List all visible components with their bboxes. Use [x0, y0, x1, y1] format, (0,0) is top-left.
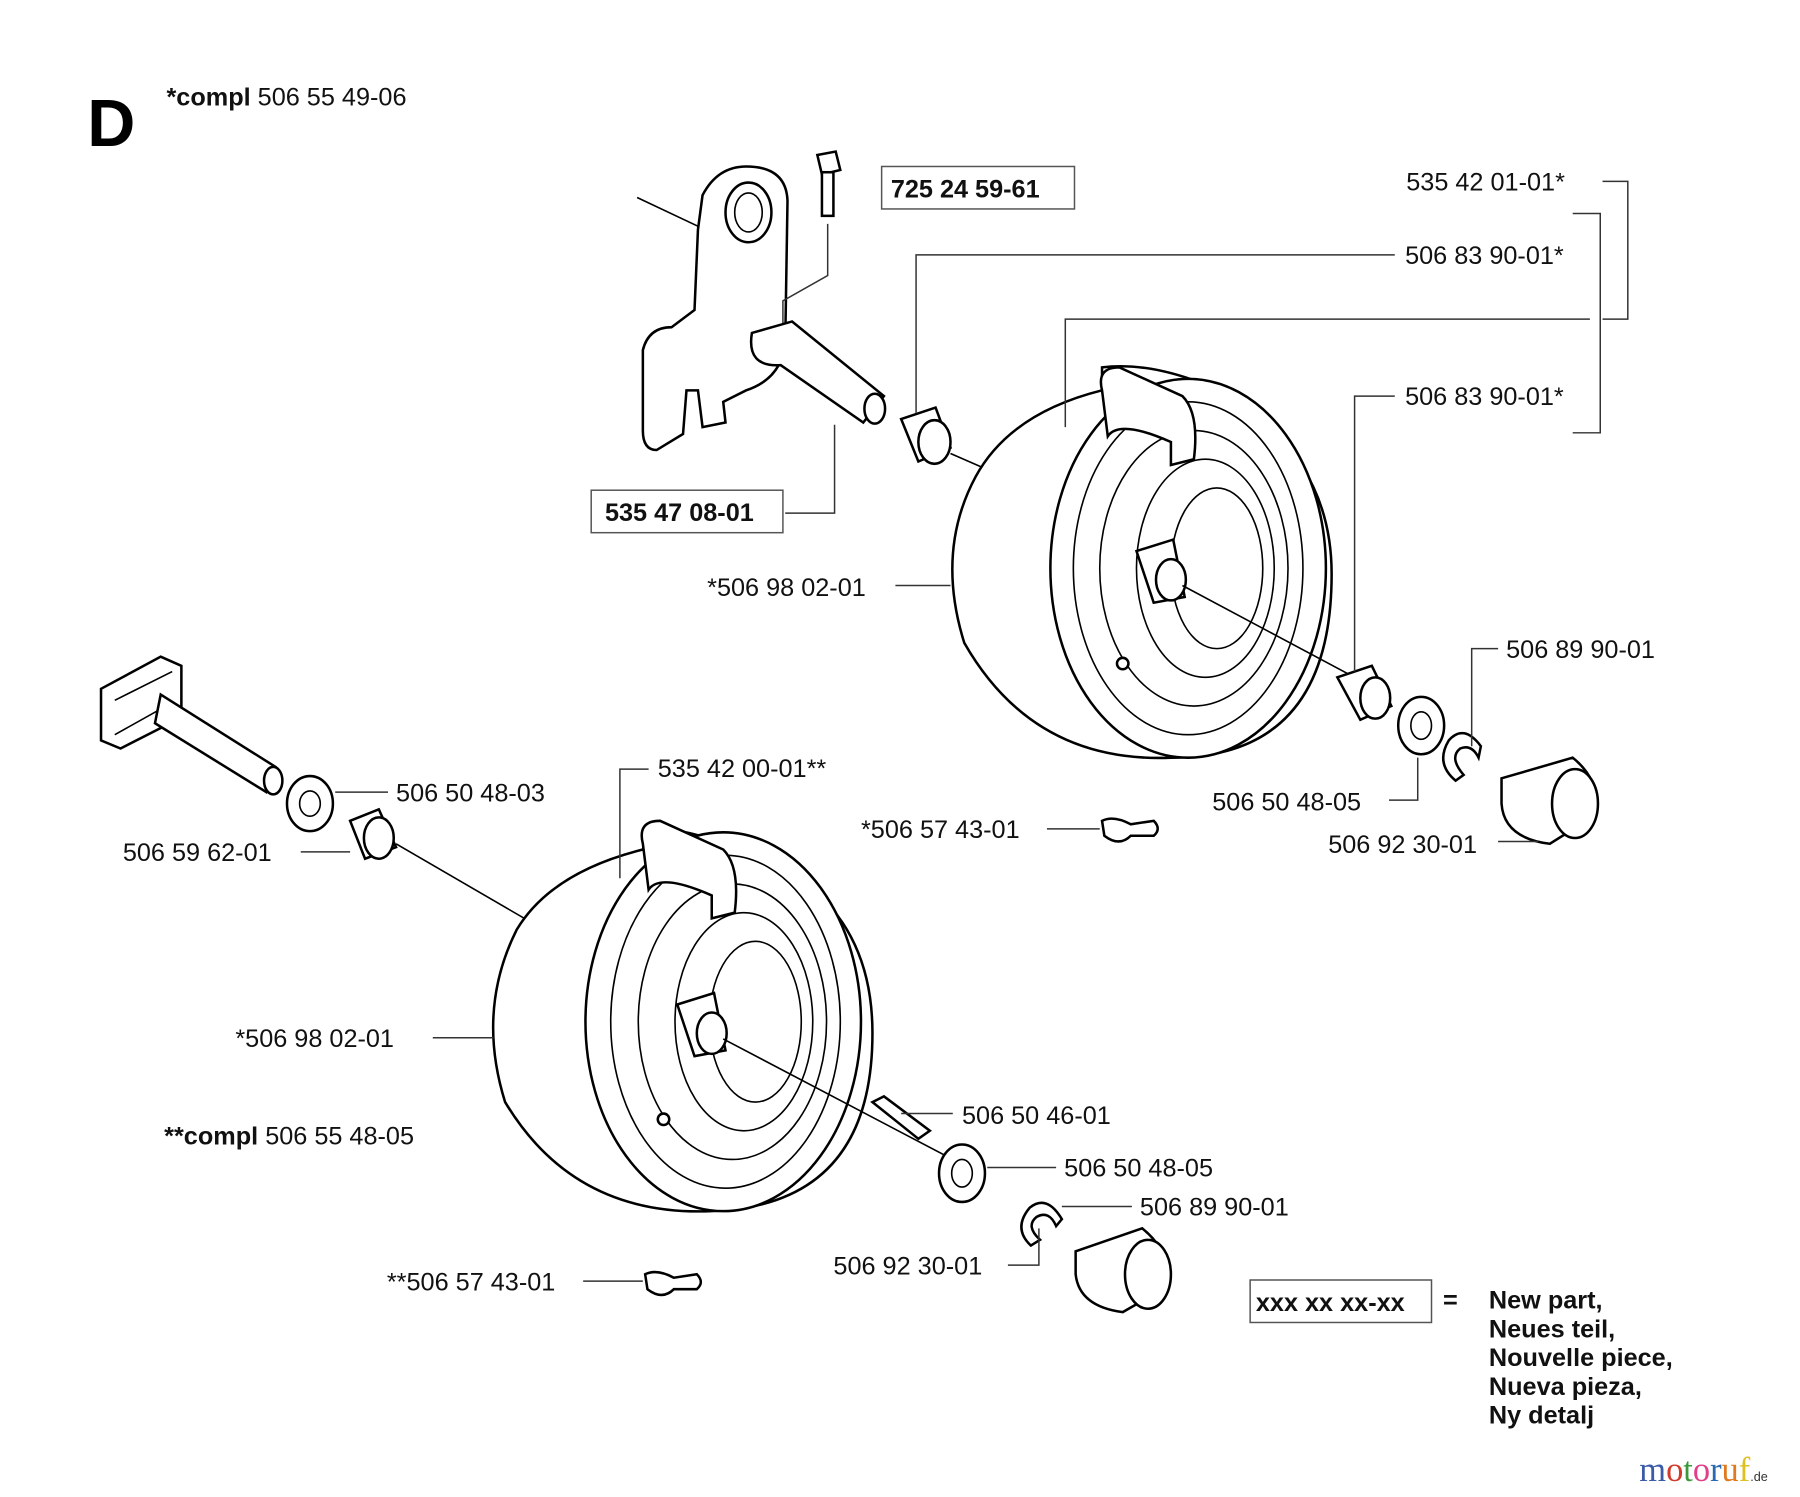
clip-top-number: 506 89 90-01 [1506, 636, 1655, 664]
valve-bottom-number: **506 57 43-01 [387, 1268, 555, 1296]
key-number: 506 50 46-01 [962, 1102, 1111, 1130]
watermark-letter: t [1683, 1451, 1693, 1489]
clip-bottom-number: 506 89 90-01 [1140, 1194, 1289, 1222]
key [870, 1094, 953, 1141]
section-letter: D [87, 87, 135, 161]
bushing-bottom-number: 506 59 62-01 [123, 839, 272, 867]
legend-line-4: Nueva pieza, [1489, 1373, 1642, 1401]
watermark-letter: u [1722, 1451, 1739, 1489]
lower-axle-mount [99, 655, 284, 796]
legend-line-1: New part, [1489, 1287, 1603, 1315]
axle [749, 320, 887, 514]
cap-top-number: 506 92 30-01 [1328, 831, 1477, 859]
bolt [782, 150, 842, 345]
legend-sample: xxx xx xx-xx [1256, 1289, 1405, 1317]
cap-bottom-number: 506 92 30-01 [833, 1252, 982, 1280]
clip-bottom [1020, 1201, 1132, 1248]
legend-line-2: Neues teil, [1489, 1315, 1615, 1343]
watermark-letter: r [1710, 1451, 1722, 1489]
bolt-part-number: 725 24 59-61 [891, 175, 1040, 203]
bearing-top-outer-number: 506 83 90-01* [1405, 383, 1564, 411]
washer-top-number: 506 50 48-05 [1212, 788, 1361, 816]
washer-bottom [937, 1143, 1057, 1204]
bracket [636, 165, 789, 452]
valve-bottom [583, 1270, 703, 1297]
cap-bottom [1007, 1226, 1173, 1314]
bushing-bottom [300, 807, 398, 861]
valve-top-number: *506 57 43-01 [861, 816, 1020, 844]
wheel-bottom [432, 768, 874, 1213]
legend-equals: = [1443, 1287, 1458, 1315]
washer-bottom-number: 506 50 48-05 [1064, 1155, 1213, 1183]
washer-bottom-inner [285, 774, 389, 833]
watermark-letter: m [1639, 1451, 1666, 1489]
tire-top-number: *506 98 02-01 [707, 574, 866, 602]
tire-bottom-number: *506 98 02-01 [235, 1025, 394, 1053]
wheel-bottom-kit-number: 535 42 00-01** [658, 755, 827, 783]
clip-top [1441, 647, 1499, 783]
washer-top [1389, 695, 1446, 801]
legend-line-3: Nouvelle piece, [1489, 1344, 1673, 1372]
axle-part-number: 535 47 08-01 [605, 499, 754, 527]
watermark-letter: f [1739, 1451, 1751, 1489]
legend-line-5: Ny detalj [1489, 1402, 1594, 1430]
wheel-top [895, 318, 1590, 760]
watermark-letter: o [1666, 1451, 1683, 1489]
cap-top [1498, 756, 1600, 846]
watermark-logo: motoruf.de [1639, 1451, 1767, 1489]
legend: xxx xx xx-xx = New part, Neues teil, Nou… [1249, 1279, 1673, 1430]
bearing-top-outer [1335, 395, 1395, 722]
assembly-bottom-label: **compl 506 55 48-05 [164, 1123, 414, 1151]
assembly-top-label: *compl 506 55 49-06 [166, 84, 406, 112]
washer-bottom-inner-number: 506 50 48-03 [396, 779, 545, 807]
wheel-top-kit-number: 535 42 01-01* [1406, 169, 1565, 197]
bearing-top-inner [899, 254, 1395, 466]
bearing-top-inner-number: 506 83 90-01* [1405, 242, 1564, 270]
watermark-letter: o [1693, 1451, 1710, 1489]
valve-top [1046, 817, 1159, 843]
